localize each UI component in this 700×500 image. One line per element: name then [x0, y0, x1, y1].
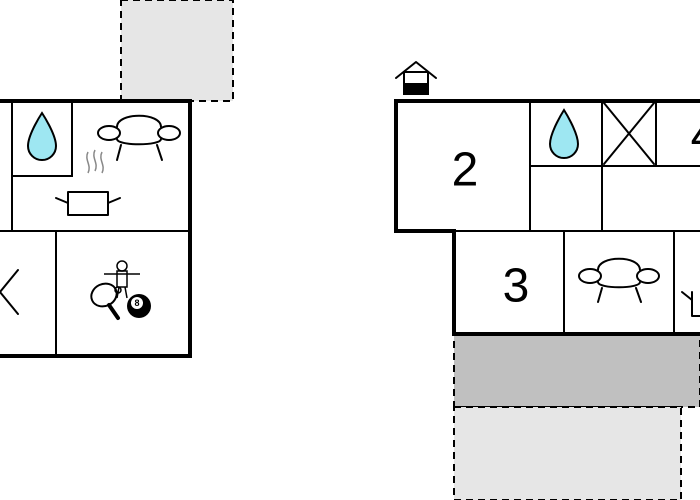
billiard-ball-label: 8 — [134, 298, 139, 308]
terrace-dark — [453, 333, 700, 408]
sofa-icon — [578, 257, 660, 303]
void-cross-icon — [603, 102, 655, 165]
table-football-icon — [104, 260, 140, 299]
right-building — [394, 99, 700, 336]
room-number-4: 4 — [691, 110, 700, 163]
left-building — [0, 99, 192, 358]
kitchen-pot-icon — [681, 291, 700, 317]
water-drop-icon — [548, 108, 580, 159]
water-drop-icon — [26, 111, 58, 161]
table-tennis-icon — [90, 282, 122, 320]
sofa-icon — [97, 114, 181, 161]
billiard-ball-icon: 8 — [127, 294, 151, 318]
terrace-top-left — [120, 0, 234, 102]
kitchen-pot-icon — [55, 149, 121, 216]
stair-arrow-icon — [0, 269, 19, 315]
entrance-house-icon — [395, 61, 437, 95]
terrace-light — [453, 406, 682, 500]
room-number-3: 3 — [503, 260, 530, 313]
room-number-2: 2 — [452, 144, 479, 197]
